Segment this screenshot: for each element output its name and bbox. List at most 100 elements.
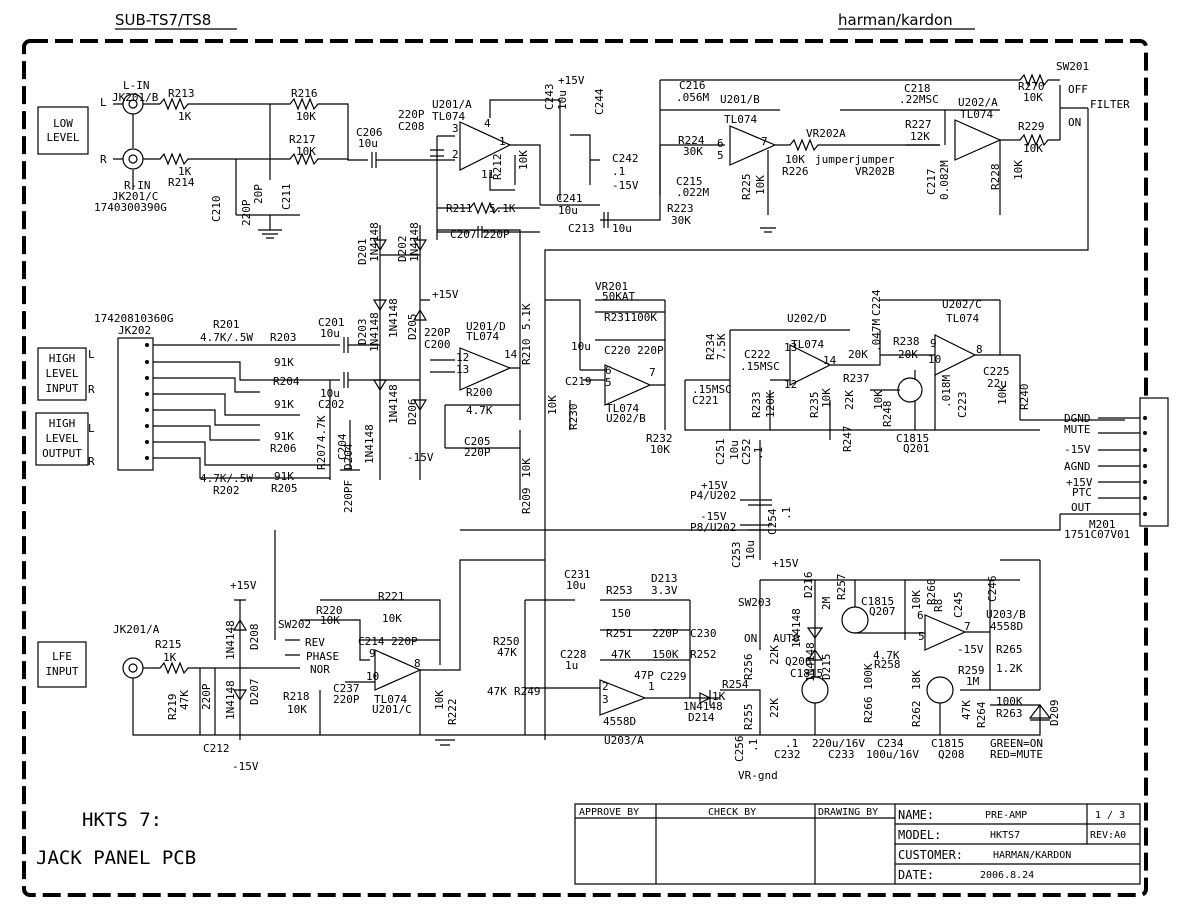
component-label: C204 (336, 433, 349, 460)
component-label: SW202 (278, 618, 311, 631)
model-value: HKTS7 (990, 830, 1020, 841)
component-label: VR201 (595, 280, 628, 293)
component-label: 10u (612, 222, 632, 235)
component-label: 10u (571, 340, 591, 353)
component-label: C211 (280, 184, 293, 211)
component-label: 10u (320, 327, 340, 340)
component-label: 10u (320, 387, 340, 400)
component-label: SW203 (738, 596, 771, 609)
component-label: U202/B (606, 412, 646, 425)
component-label: R264 (975, 701, 988, 728)
component-label: 17420810360G (94, 312, 173, 325)
component-label: 47K (178, 690, 191, 710)
component-label: R220 (316, 604, 343, 617)
component-label: C223 (956, 392, 969, 419)
component-label: D214 (688, 711, 715, 724)
component-label: C246 (986, 576, 999, 603)
component-label: 1K (163, 651, 177, 664)
component-label: 10K (287, 703, 307, 716)
customer-value: HARMAN/KARDON (993, 850, 1071, 861)
component-label: C231 (564, 568, 591, 581)
component-label: R207 (315, 444, 328, 471)
component-label: 6 (717, 137, 724, 150)
component-label: 12K (910, 130, 930, 143)
component-label: jumperjumper (815, 153, 895, 166)
component-label: U201/D (466, 320, 506, 333)
component-label: 4.7K (466, 404, 493, 417)
component-label: R256 (742, 654, 755, 681)
component-label: U202/C (942, 298, 982, 311)
component-label: R259 (958, 664, 985, 677)
component-label: 13 (784, 341, 797, 354)
component-label: -15V (700, 510, 727, 523)
component-label: L (88, 348, 95, 361)
component-label: R232 (646, 432, 673, 445)
component-label: 47K (497, 646, 517, 659)
component-label: 91K (274, 356, 294, 369)
component-label: R8 (932, 599, 945, 612)
component-label: GREEN=ON (990, 737, 1043, 750)
component-label: ON (1068, 116, 1081, 129)
component-label: 220P (424, 326, 451, 339)
component-label: 10K (546, 395, 559, 415)
component-label: TL074 (466, 330, 499, 343)
component-label: C237 (333, 682, 360, 695)
title-block: APPROVE BY CHECK BY DRAWING BY NAME: PRE… (574, 803, 1141, 885)
component-label: 7 (964, 620, 971, 633)
component-label: OUT (1071, 501, 1091, 514)
component-label: -15V (612, 179, 639, 192)
component-label: R248 (881, 401, 894, 428)
component-label: TL074 (374, 693, 407, 706)
component-label: C210 (210, 196, 223, 223)
component-label: AUTO (773, 632, 800, 645)
name-label: NAME: (898, 808, 934, 822)
component-label: R270 (1018, 80, 1045, 93)
component-label: C252 (740, 439, 753, 466)
component-label: TL074 (432, 110, 465, 123)
component-label: FILTER (1090, 98, 1130, 111)
component-label: C212 (203, 742, 230, 755)
low-level-line2: LEVEL (46, 131, 79, 144)
component-label: 22u (987, 377, 1007, 390)
component-label: 120K (764, 391, 777, 418)
component-label: C202 (318, 398, 345, 411)
component-label: R222 (446, 699, 459, 726)
component-label: L (88, 422, 95, 435)
component-label: 13 (456, 363, 469, 376)
component-label: R200 (466, 386, 493, 399)
component-label: R238 (893, 335, 920, 348)
component-label: R257 (835, 574, 848, 601)
component-label: R258 (874, 658, 901, 671)
component-label: 10u (556, 90, 569, 110)
component-label: D216 (802, 572, 815, 599)
component-label: 20P (252, 184, 265, 204)
component-label: R (88, 455, 95, 468)
component-label: 4 (484, 117, 491, 130)
component-label: P4/U202 (690, 489, 736, 502)
component-label: 12 (784, 378, 797, 391)
component-label: DGND (1064, 412, 1091, 425)
component-label: NOR (310, 663, 330, 676)
component-label: M201 (1089, 518, 1116, 531)
component-label: Q206 (785, 655, 812, 668)
component-label: 91K (274, 398, 294, 411)
component-label: U202/A (958, 96, 998, 109)
component-label: JK202 (118, 324, 151, 337)
component-label: C220 220P (604, 344, 664, 357)
component-label: R247 (841, 426, 854, 453)
approve-label: APPROVE BY (579, 807, 639, 818)
component-label: R227 (905, 118, 932, 131)
component-label: R251 (606, 627, 633, 640)
component-label: C216 (679, 79, 706, 92)
component-label: R266 (862, 697, 875, 724)
component-label: 1.2K (996, 662, 1023, 675)
title-line1: HKTS 7: (82, 809, 162, 831)
component-label: C242 (612, 152, 639, 165)
component-label: +15V (558, 74, 585, 87)
component-label: 4.7K (873, 649, 900, 662)
high-input-line2: LEVEL (45, 367, 78, 380)
component-label: L-IN (123, 79, 150, 92)
high-output-line3: OUTPUT (42, 447, 82, 460)
component-label: C253 (730, 542, 743, 569)
